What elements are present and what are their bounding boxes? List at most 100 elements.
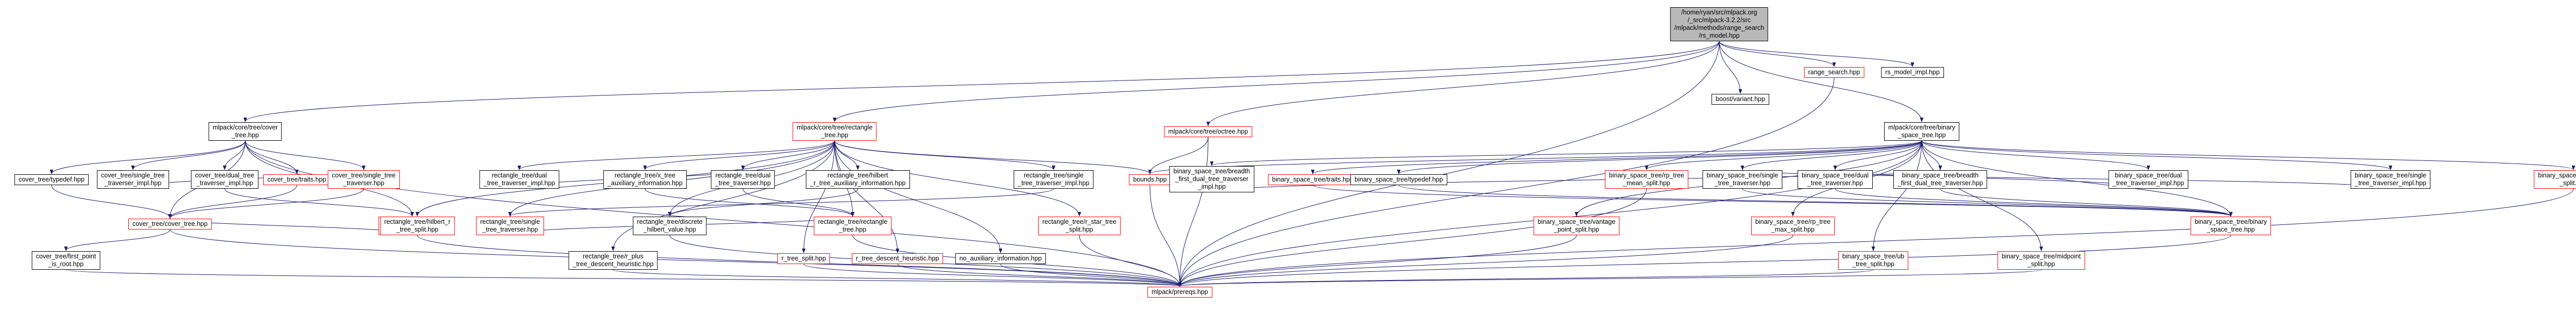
include-edge <box>834 140 1081 217</box>
include-edge <box>613 269 1181 287</box>
graph-node-rsi[interactable]: rs_model_impl.hpp <box>1881 67 1944 78</box>
graph-node-c3[interactable]: cover_tree/dual_tree_traverser_impl.hpp <box>191 170 259 189</box>
graph-node-label: _tree_traverser_impl.hpp <box>1018 179 1090 187</box>
graph-node-m1[interactable]: rectangle_tree/dual_tree_traverser_impl.… <box>479 170 560 189</box>
graph-node-b7[interactable]: binary_space_tree/breadth_first_dual_tre… <box>1893 170 1988 189</box>
graph-node-rs[interactable]: range_search.hpp <box>1804 67 1865 78</box>
graph-node-b10[interactable]: binary_space_tree/binary_space_tree.hpp <box>2190 217 2272 235</box>
graph-node-label: _first_dual_tree_traverser <box>1175 175 1249 183</box>
graph-node-b8[interactable]: binary_space_tree/dual_tree_traverser_im… <box>2108 170 2189 189</box>
graph-node-m9[interactable]: rectangle_tree/rectangle_tree.hpp <box>814 217 892 235</box>
graph-node-b14[interactable]: binary_space_tree/midpoint_split.hpp <box>1997 251 2085 270</box>
include-edge <box>834 140 900 253</box>
graph-node-b4[interactable]: binary_space_tree/rp_tree_mean_split.hpp <box>1605 170 1688 189</box>
include-edge <box>1178 41 1720 287</box>
include-edge <box>1311 140 1922 174</box>
graph-node-b9[interactable]: binary_space_tree/single_tree_traverser_… <box>2350 170 2431 189</box>
graph-node-m11[interactable]: r_tree_descent_heuristic.hpp <box>852 253 943 264</box>
include-edge <box>897 264 1182 287</box>
graph-node-l1b[interactable]: mlpack/core/tree/binary_space_tree.hpp <box>1884 122 1959 141</box>
graph-node-label: _traverser_impl.hpp <box>104 179 162 187</box>
include-edge <box>51 185 172 219</box>
graph-node-t: /home/ryan/src/mlpack.org/_src/mlpack-3.… <box>1670 7 1769 41</box>
include-edge <box>1940 188 2233 217</box>
graph-node-label: _impl.hpp <box>1197 183 1226 190</box>
include-edge <box>741 140 835 170</box>
graph-node-label: _space_tree.hpp <box>1897 132 1946 139</box>
graph-node-bv[interactable]: boost/variant.hpp <box>1711 94 1769 105</box>
graph-node-m8[interactable]: rectangle_tree/discrete_hilbert_value.hp… <box>633 217 707 235</box>
include-edge <box>645 188 855 217</box>
include-edge <box>1397 140 1922 174</box>
graph-node-b16[interactable]: binary_space_tree/rp_tree_max_split.hpp <box>1751 217 1835 235</box>
graph-node-c5[interactable]: cover_tree/single_tree_traverser.hpp <box>328 170 400 189</box>
graph-node-label: _first_dual_tree_traverser.hpp <box>1897 179 1984 187</box>
graph-node-label: mlpack/core/tree/octree.hpp <box>1168 128 1248 135</box>
graph-node-m15[interactable]: rectangle_tree/hilbert_r_tree_split.hpp <box>380 217 455 235</box>
graph-node-b6[interactable]: binary_space_tree/dual_tree_traverser.hp… <box>1798 170 1873 189</box>
graph-node-b1[interactable]: binary_space_tree/breadth_first_dual_tre… <box>1169 166 1255 192</box>
graph-node-l1r[interactable]: mlpack/core/tree/rectangle_tree.hpp <box>792 122 877 141</box>
include-edge <box>1921 140 2393 170</box>
graph-node-label: _tree_traverser.hpp <box>1807 179 1863 187</box>
graph-node-label: binary_space_tree/ub <box>1842 253 1905 260</box>
graph-node-m6[interactable]: bounds.hpp <box>1129 174 1171 185</box>
include-edge <box>1719 41 1836 67</box>
graph-node-label: rectangle_tree/single <box>480 218 540 225</box>
graph-node-label: mlpack/core/tree/cover <box>212 124 278 131</box>
graph-node-b3[interactable]: binary_space_tree/typedef.hpp <box>1350 174 1447 185</box>
graph-node-label: _hilbert_value.hpp <box>643 226 697 233</box>
graph-node-label: /mlpack/methods/range_search <box>1674 24 1765 31</box>
include-edge <box>65 269 1181 287</box>
graph-node-c8[interactable]: cover_tree/first_point_is_root.hpp <box>31 251 100 270</box>
include-edge <box>224 188 414 217</box>
graph-node-m4[interactable]: rectangle_tree/hilbert_r_tree_auxiliary_… <box>806 170 910 189</box>
graph-node-m5[interactable]: rectangle_tree/single_tree_traverser_imp… <box>1013 170 1094 189</box>
graph-node-m3[interactable]: rectangle_tree/dual_tree_traverser.hpp <box>710 170 775 189</box>
graph-node-l1o[interactable]: mlpack/core/tree/octree.hpp <box>1164 126 1252 137</box>
graph-node-label: binary_space_tree/typedef.hpp <box>1354 176 1443 183</box>
graph-node-b2[interactable]: binary_space_tree/traits.hpp <box>1268 174 1358 185</box>
graph-node-label: _mean_split.hpp <box>1623 179 1670 187</box>
graph-node-label: _tree_traverser_impl.hpp <box>483 179 555 187</box>
include-edge <box>834 140 1152 174</box>
include-edge <box>1719 41 1924 122</box>
include-edge <box>668 188 858 217</box>
graph-node-m2[interactable]: rectangle_tree/x_tree_auxiliary_informat… <box>603 170 687 189</box>
graph-node-m14[interactable]: rectangle_tree/r_plus_tree_descent_heuri… <box>568 251 658 270</box>
graph-node-label: binary_space_tree/breadth <box>1173 168 1250 175</box>
include-edge <box>1079 235 1182 287</box>
include-edge <box>168 185 297 219</box>
graph-node-m13[interactable]: rectangle_tree/r_star_tree_split.hpp <box>1038 217 1121 235</box>
graph-node-label: cover_tree/dual_tree <box>195 172 255 179</box>
graph-node-b11[interactable]: binary_space_tree/ub_tree_split.hpp <box>1838 251 1909 270</box>
graph-node-label: range_search.hpp <box>1808 69 1860 76</box>
include-edge <box>1148 140 1922 174</box>
graph-node-b5[interactable]: binary_space_tree/single_tree_traverser.… <box>1702 170 1783 189</box>
graph-node-b15[interactable]: binary_space_tree/mean_split.hpp <box>2534 170 2576 189</box>
graph-node-label: rectangle_tree/single <box>1023 172 1084 179</box>
graph-node-l1c[interactable]: mlpack/core/tree/cover_tree.hpp <box>208 122 282 141</box>
graph-node-pr[interactable]: mlpack/prereqs.hpp <box>1147 287 1212 298</box>
include-edge <box>1178 137 1209 287</box>
include-edge <box>1178 269 1874 287</box>
graph-node-m12[interactable]: no_auxiliary_information.hpp <box>955 253 1046 264</box>
graph-node-b12[interactable]: binary_space_tree/vantage_point_split.hp… <box>1533 217 1620 235</box>
graph-node-c7[interactable]: cover_tree/cover_tree.hpp <box>128 219 212 230</box>
graph-node-c4[interactable]: cover_tree/traits.hpp <box>263 174 330 185</box>
include-edge <box>802 140 835 253</box>
graph-node-m10[interactable]: r_tree_split.hpp <box>777 253 831 264</box>
include-edge <box>1833 140 1922 170</box>
include-edge <box>742 188 855 217</box>
graph-node-label: mlpack/core/tree/rectangle <box>796 124 873 131</box>
include-edge <box>1398 185 2233 217</box>
graph-node-label: _point_split.hpp <box>1554 226 1599 233</box>
graph-node-label: _max_split.hpp <box>1771 226 1815 233</box>
graph-node-m7[interactable]: rectangle_tree/single_tree_traverser.hpp <box>476 217 545 235</box>
graph-node-c1[interactable]: cover_tree/typedef.hpp <box>14 174 89 185</box>
include-edge <box>611 140 835 251</box>
include-edge <box>833 41 1720 122</box>
graph-node-label: rectangle_tree/x_tree <box>614 172 676 179</box>
graph-node-c2[interactable]: cover_tree/single_tree_traverser_impl.hp… <box>97 170 169 189</box>
